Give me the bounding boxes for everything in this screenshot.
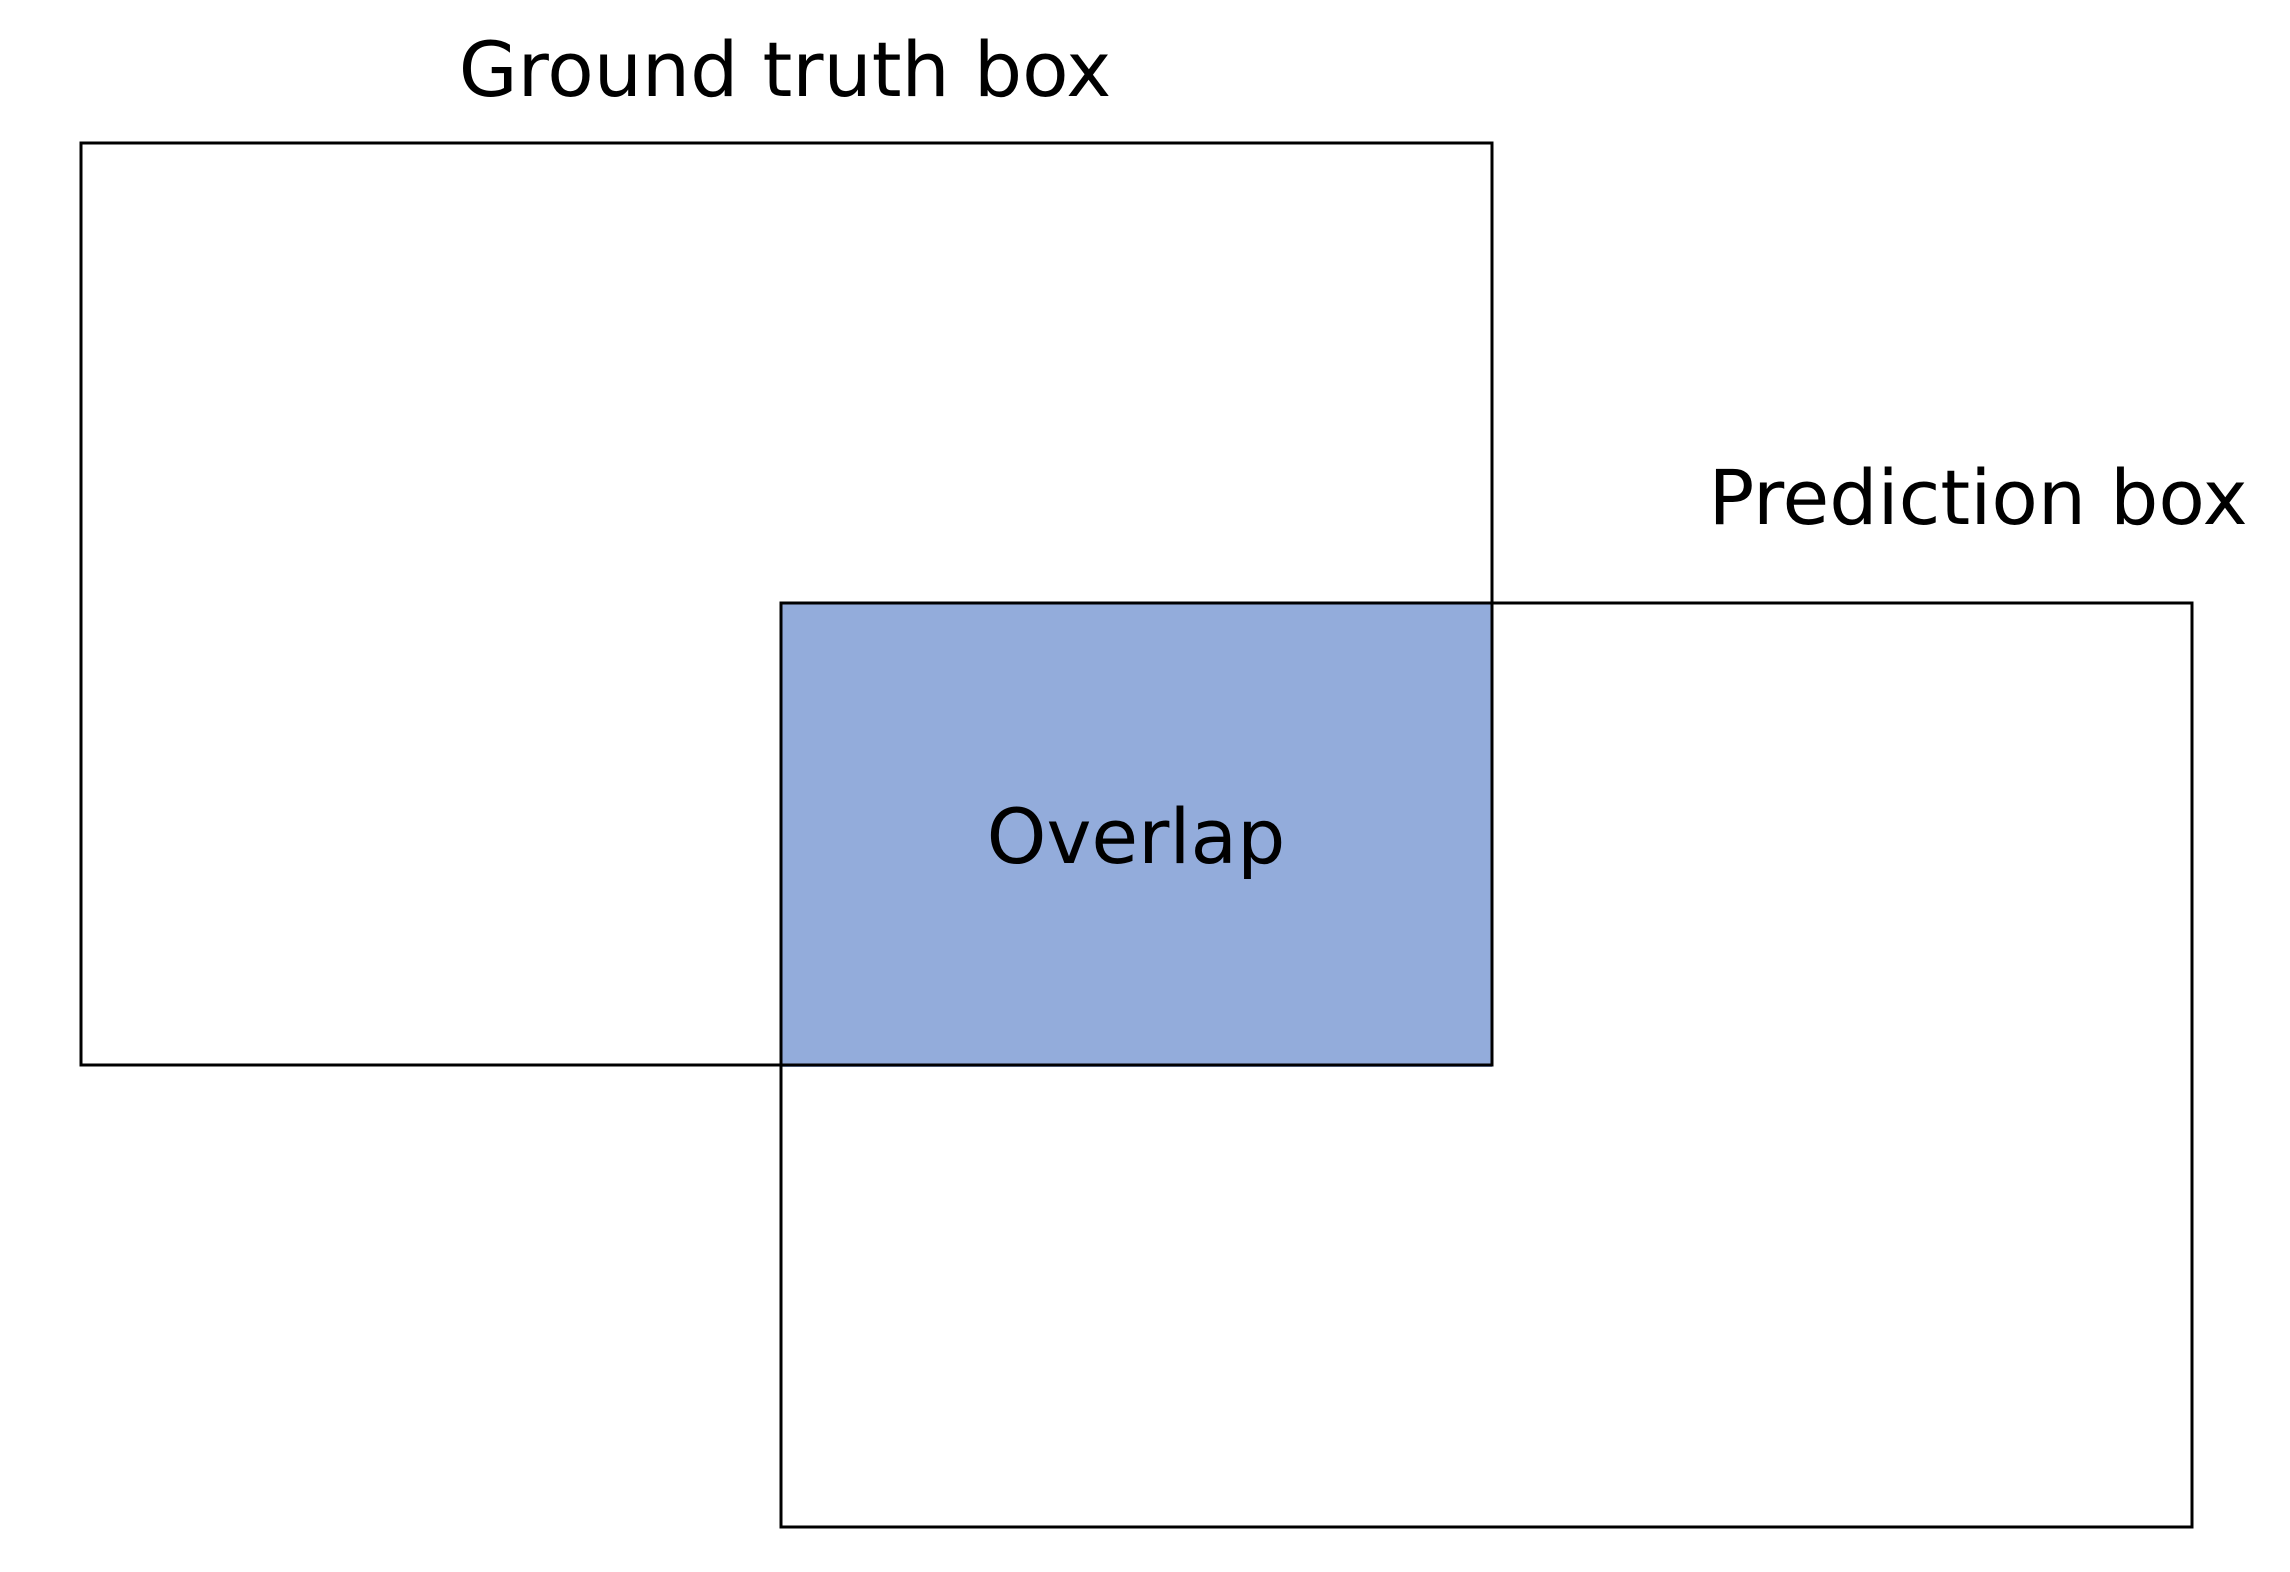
prediction-box	[779, 601, 2194, 1529]
prediction-label: Prediction box	[1708, 453, 2247, 542]
overlap-label: Overlap	[987, 792, 1286, 881]
ground-truth-label: Ground truth box	[459, 25, 1111, 114]
overlap-region	[781, 603, 1492, 1067]
